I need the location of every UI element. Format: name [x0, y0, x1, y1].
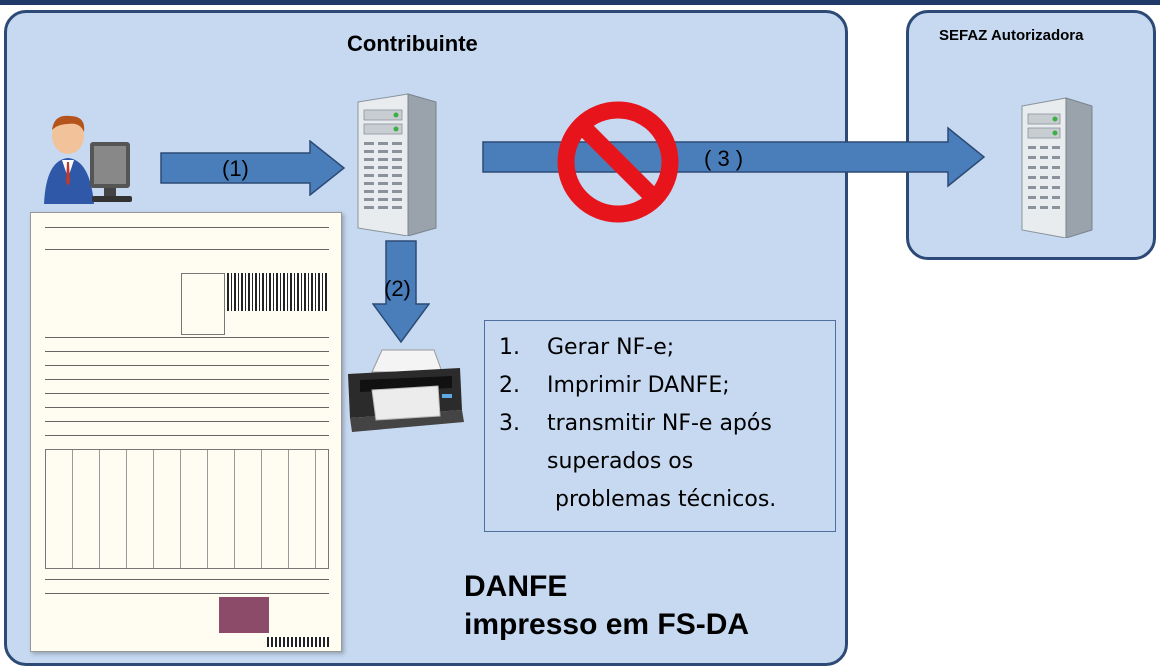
- step-text: Gerar NF-e;: [547, 335, 675, 360]
- step-number: 1.: [499, 335, 520, 360]
- arrow-1-label: (1): [222, 156, 249, 181]
- panel-title: SEFAZ Autorizadora: [939, 27, 1084, 44]
- step-number: 2.: [499, 373, 520, 398]
- caption-line-2: impresso em FS-DA: [464, 608, 750, 641]
- printer-icon: [348, 349, 464, 432]
- arrow-1: [160, 140, 346, 196]
- arrow-2: [372, 240, 430, 344]
- step-number: 3.: [499, 411, 520, 436]
- step-item: 1. Gerar NF-e;: [499, 335, 674, 360]
- arrow-3-label: ( 3 ): [704, 146, 744, 171]
- step-item: 3. transmitir NF-e após: [499, 411, 772, 436]
- top-bar: [0, 0, 1160, 5]
- step-text: transmitir NF-e após: [547, 411, 772, 436]
- step-text: problemas técnicos.: [555, 487, 777, 512]
- user-computer-icon: [44, 115, 132, 204]
- server-icon: [1021, 97, 1093, 238]
- danfe-document-image: [30, 212, 342, 652]
- server-icon: [357, 93, 437, 236]
- step-text: superados os: [547, 449, 694, 474]
- step-text: Imprimir DANFE;: [547, 373, 730, 398]
- prohibited-icon: [557, 101, 679, 223]
- danfe-caption: DANFE impresso em FS-DA: [464, 568, 749, 644]
- caption-line-1: DANFE: [464, 570, 568, 603]
- arrow-2-label: (2): [384, 276, 411, 301]
- panel-title: Contribuinte: [347, 31, 478, 56]
- step-item: 2. Imprimir DANFE;: [499, 373, 730, 398]
- steps-box: 1. Gerar NF-e; 2. Imprimir DANFE; 3. tra…: [484, 320, 836, 532]
